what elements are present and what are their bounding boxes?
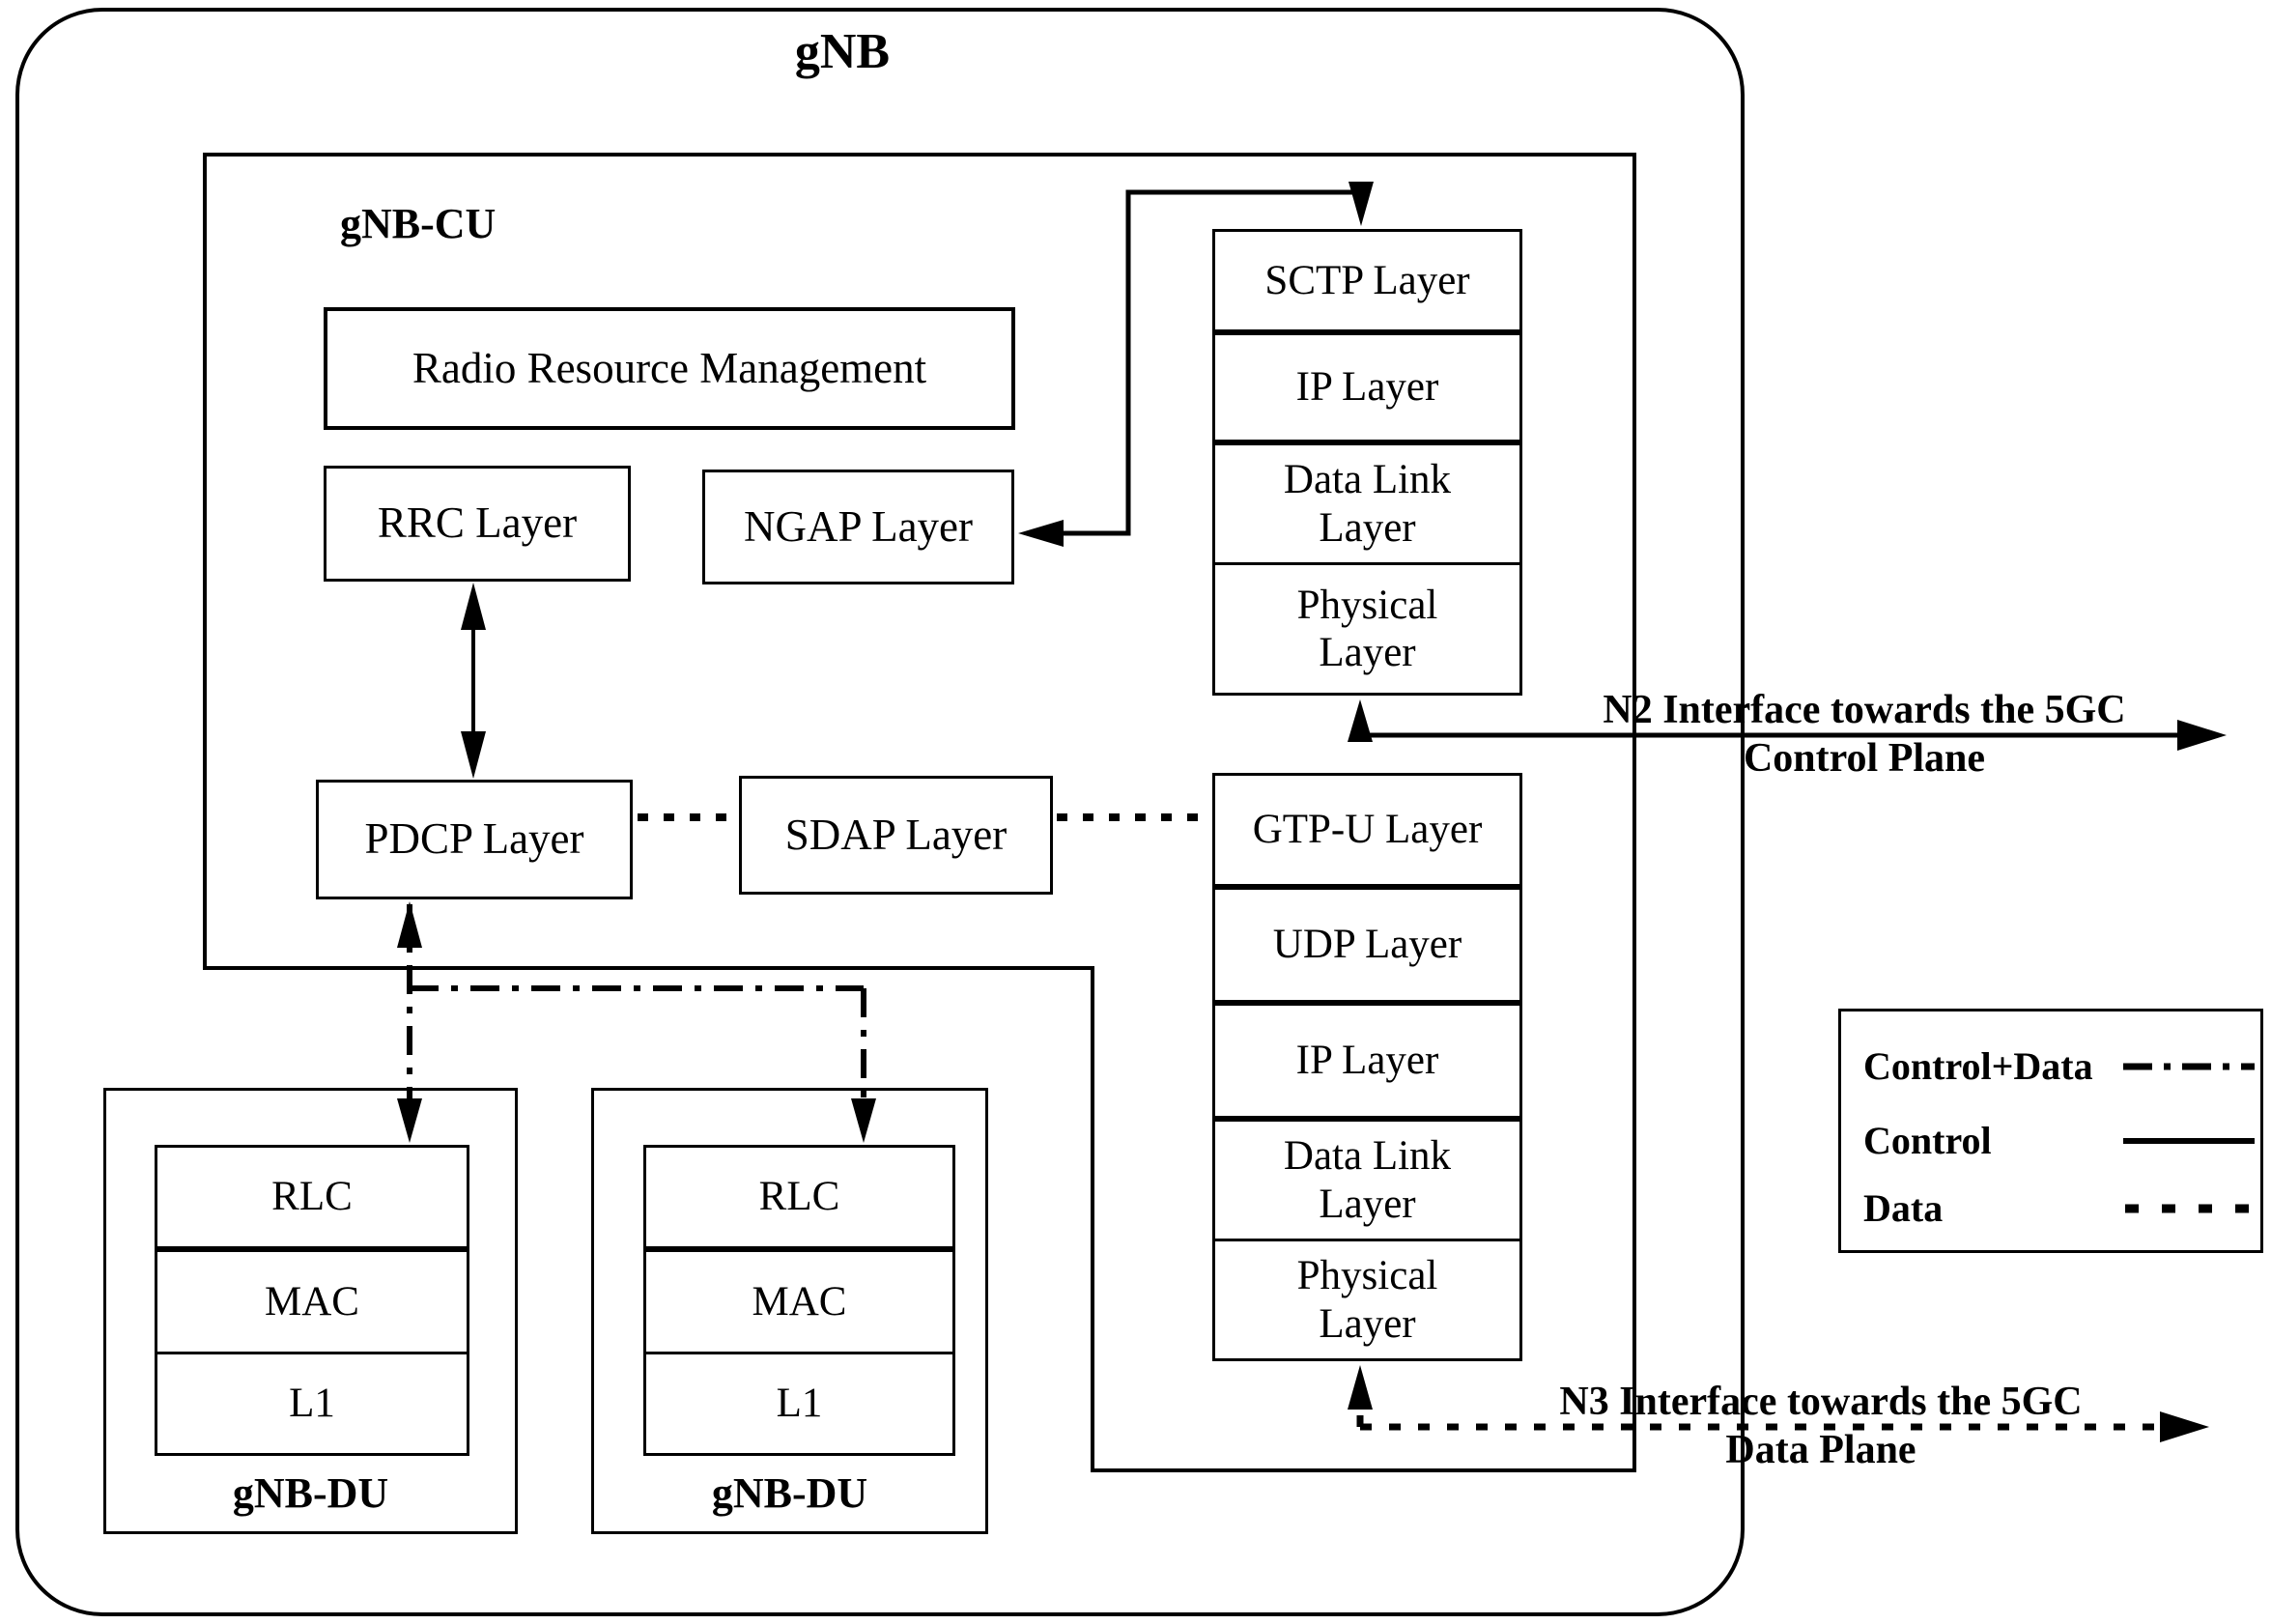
rrm-box: Radio Resource Management xyxy=(324,307,1015,430)
gnb-du-2-label: gNB-DU xyxy=(711,1469,868,1517)
gnb-du-2-stack: RLC MAC L1 xyxy=(643,1145,955,1456)
legend-item-data: Data xyxy=(1863,1186,1944,1230)
rrc-label: RRC Layer xyxy=(377,499,578,548)
gtpu-stack-row: Data Link Layer xyxy=(1212,1119,1522,1241)
du-stack-row: L1 xyxy=(155,1352,469,1456)
du-stack-row: RLC xyxy=(155,1145,469,1249)
du-stack-row: RLC xyxy=(643,1145,955,1249)
n2-label-line1: N2 Interface towards the 5GC xyxy=(1603,688,2126,732)
rrc-box: RRC Layer xyxy=(324,466,631,582)
rrm-label: Radio Resource Management xyxy=(412,343,927,392)
gtpu-stack-row: GTP-U Layer xyxy=(1212,773,1522,887)
legend-item-control: Control xyxy=(1863,1119,1992,1162)
gtpu-stack: GTP-U Layer UDP Layer IP Layer Data Link… xyxy=(1212,773,1522,1361)
n3-label-line1: N3 Interface towards the 5GC xyxy=(1559,1380,2083,1424)
legend-box: Control+Data Control Data xyxy=(1838,1009,2263,1253)
sdap-box: SDAP Layer xyxy=(739,776,1053,895)
n2-label-line2: Control Plane xyxy=(1743,736,1986,781)
sctp-stack-row: SCTP Layer xyxy=(1212,229,1522,332)
sctp-stack-row: IP Layer xyxy=(1212,332,1522,442)
du-stack-row: MAC xyxy=(155,1249,469,1354)
ngap-label: NGAP Layer xyxy=(743,501,974,551)
gnb-du-1-stack: RLC MAC L1 xyxy=(155,1145,469,1456)
sctp-stack-row: Data Link Layer xyxy=(1212,442,1522,565)
gtpu-stack-row: UDP Layer xyxy=(1212,887,1522,1003)
n2-interface-label: N2 Interface towards the 5GC Control Pla… xyxy=(1507,686,2222,783)
sdap-label: SDAP Layer xyxy=(784,810,1008,859)
sctp-stack-row: Physical Layer xyxy=(1212,562,1522,696)
gnb-cu-label: gNB-CU xyxy=(340,200,497,247)
n3-interface-label: N3 Interface towards the 5GC Data Plane xyxy=(1463,1378,2178,1474)
ngap-box: NGAP Layer xyxy=(702,470,1014,584)
gtpu-stack-row: IP Layer xyxy=(1212,1003,1522,1119)
gtpu-stack-row: Physical Layer xyxy=(1212,1239,1522,1361)
pdcp-box: PDCP Layer xyxy=(316,780,633,899)
n3-label-line2: Data Plane xyxy=(1725,1428,1916,1472)
legend-item-control-data: Control+Data xyxy=(1863,1044,2093,1088)
gnb-title: gNB xyxy=(794,24,891,79)
pdcp-label: PDCP Layer xyxy=(364,814,584,864)
sctp-stack: SCTP Layer IP Layer Data Link Layer Phys… xyxy=(1212,229,1522,696)
du-stack-row: MAC xyxy=(643,1249,955,1354)
gnb-du-1-label: gNB-DU xyxy=(232,1469,389,1517)
du-stack-row: L1 xyxy=(643,1352,955,1456)
